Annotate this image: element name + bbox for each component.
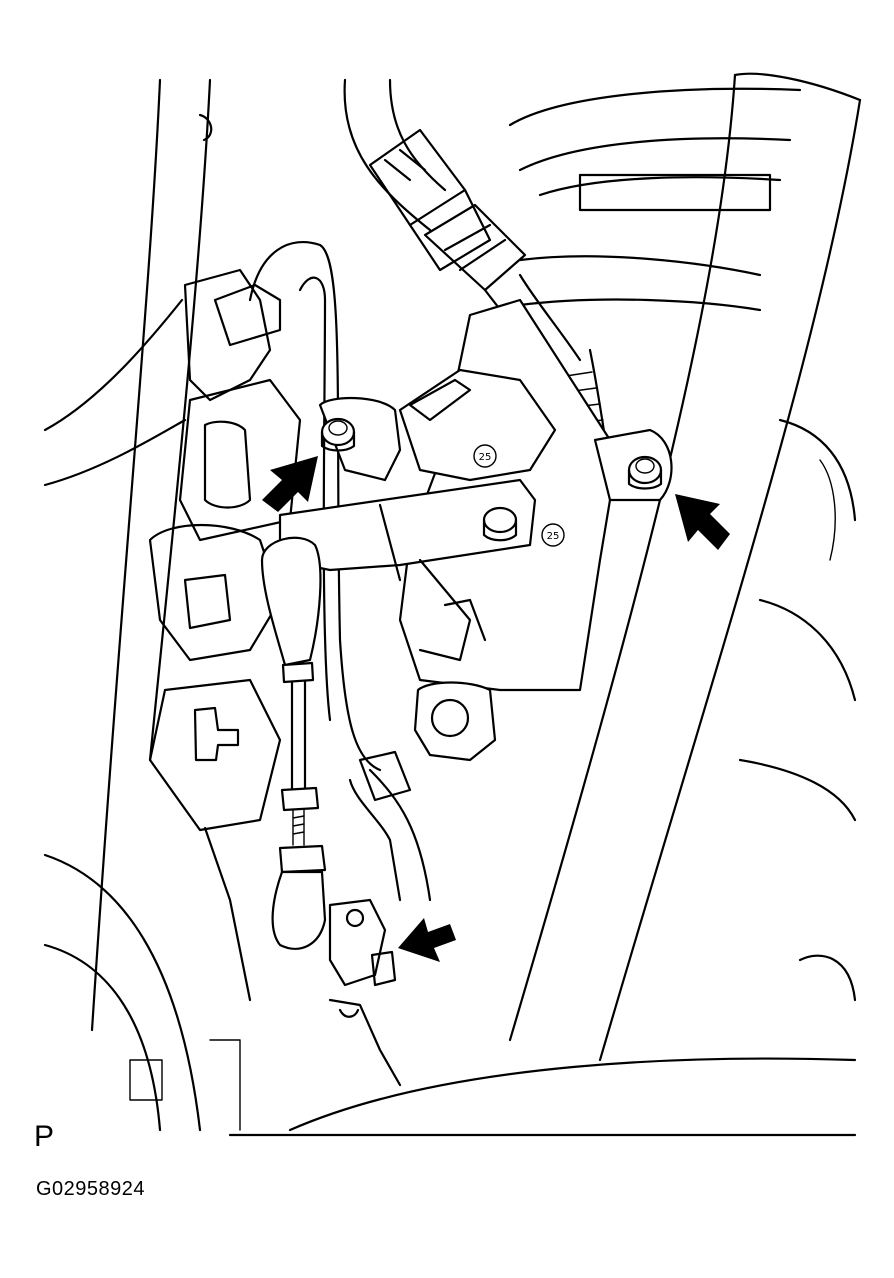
sensor-link-rod — [271, 680, 402, 1087]
arrow-left-bolt — [262, 456, 318, 512]
svg-text:25: 25 — [547, 531, 560, 542]
arrow-right-bolt — [675, 494, 730, 550]
torque-mark-lower: 25 — [541, 523, 565, 547]
bolt-left — [320, 417, 356, 452]
height-sensor-assembly: 25 25 — [260, 298, 673, 762]
torque-mark-upper: 25 — [473, 444, 497, 468]
view-letter: P — [34, 1120, 55, 1153]
bolt-center — [482, 506, 518, 542]
svg-text:25: 25 — [479, 452, 492, 463]
figure-id: G02958924 — [36, 1178, 146, 1200]
bolt-right — [627, 455, 663, 490]
arrow-lower-link-nut — [398, 918, 456, 962]
